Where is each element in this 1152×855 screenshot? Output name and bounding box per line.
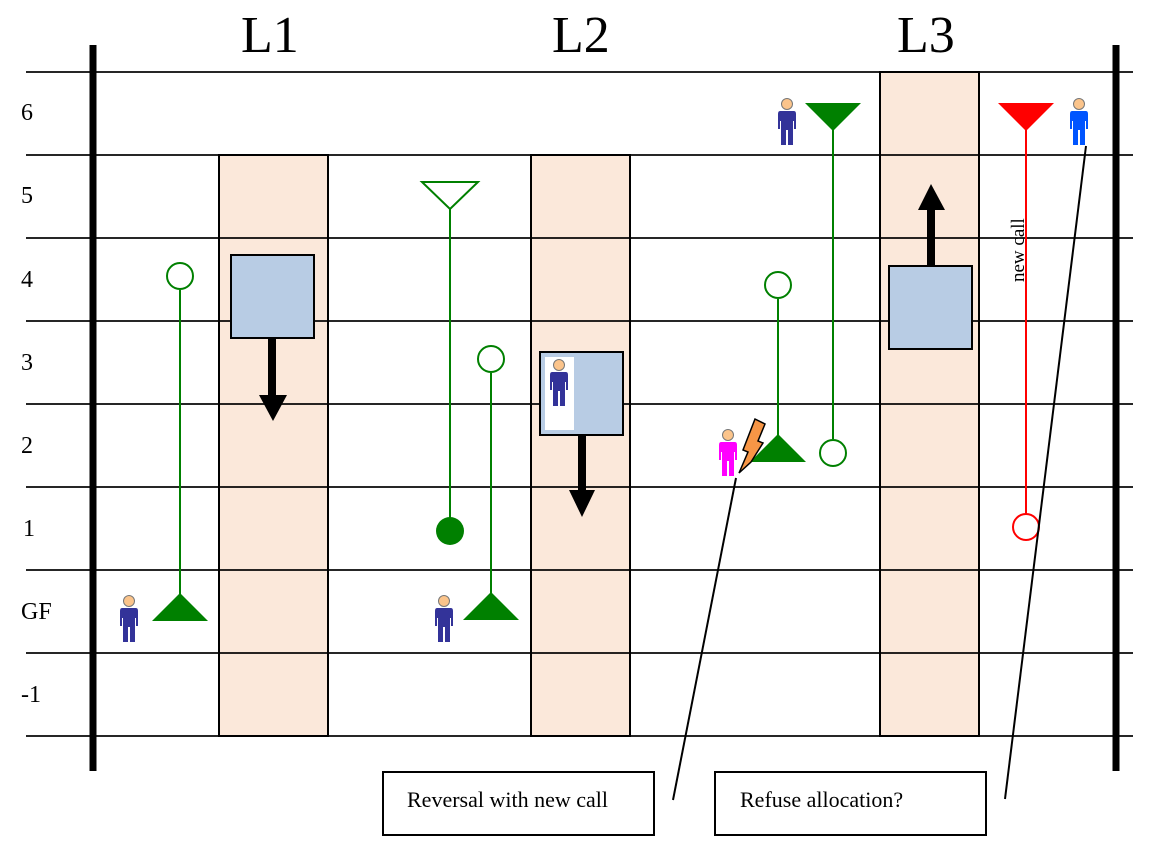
shaft-l1: [218, 154, 329, 737]
floor-label: 2: [21, 433, 33, 459]
lift-label-l3: L3: [897, 7, 955, 64]
destination-marker: [477, 345, 505, 373]
arrow-down-icon: [259, 338, 287, 421]
call-e: [777, 98, 861, 467]
call-d: [718, 271, 806, 477]
floor-label: GF: [21, 599, 52, 625]
callout-refuse: Refuse allocation?: [714, 771, 987, 836]
floor-label: 3: [21, 350, 33, 376]
up-call-icon: [152, 593, 208, 621]
floor-label: 1: [23, 516, 35, 542]
down-call-icon: [998, 103, 1054, 131]
floor-label: 4: [21, 267, 33, 293]
person-icon: [1069, 98, 1089, 146]
down-call-icon: [419, 181, 481, 211]
call-a: [119, 262, 208, 643]
callout-reversal: Reversal with new call: [382, 771, 655, 836]
up-call-icon: [463, 592, 519, 620]
down-call-icon: [805, 103, 861, 131]
car-l1: [230, 254, 315, 339]
arrow-down-icon: [569, 435, 595, 517]
lift-label-l2: L2: [552, 7, 610, 64]
car-l3: [888, 265, 973, 350]
floor-label: 6: [21, 100, 33, 126]
lift-label-l1: L1: [241, 7, 299, 64]
floor-label: -1: [21, 682, 41, 708]
destination-marker: [764, 271, 792, 299]
destination-marker: [436, 517, 464, 545]
destination-marker: [166, 262, 194, 290]
call-f: [998, 98, 1089, 541]
person-icon: [777, 98, 797, 146]
destination-marker: [819, 439, 847, 467]
callout-text: Refuse allocation?: [740, 787, 904, 812]
floor-label: 5: [21, 183, 33, 209]
person-icon: [718, 429, 738, 477]
destination-marker: [1012, 513, 1040, 541]
callout-pointer: [672, 477, 737, 801]
lightning-icon: [738, 417, 766, 474]
new-call-label: new call: [1008, 218, 1029, 282]
callout-pointer: [1004, 145, 1087, 800]
arrow-up-icon: [918, 184, 945, 266]
person-icon: [119, 595, 139, 643]
call-c: [434, 345, 519, 643]
call-b: [419, 181, 481, 545]
person-icon: [434, 595, 454, 643]
callout-text: Reversal with new call: [407, 787, 608, 812]
up-call-icon: [750, 434, 806, 462]
